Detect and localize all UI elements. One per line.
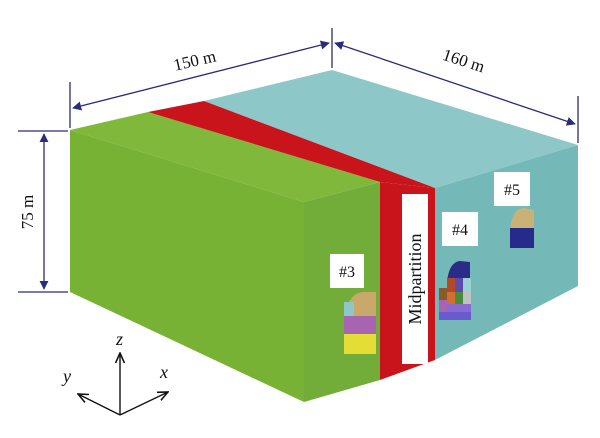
midpartition-label: Midpartition — [405, 234, 425, 325]
label-box-5 — [494, 172, 530, 206]
tunnel-4-section — [439, 261, 471, 320]
dimension-lines — [18, 28, 579, 293]
dim-150-label: 150 m — [172, 47, 218, 75]
z-axis-label: z — [115, 329, 123, 349]
tunnel-5-label: #5 — [504, 182, 520, 199]
red-partition-top — [148, 101, 435, 188]
y-axis-label: y — [61, 366, 71, 386]
x-axis-label: x — [159, 362, 168, 382]
midpartition-box — [402, 194, 428, 364]
label-box-3 — [330, 254, 364, 288]
green-front-face — [70, 130, 304, 402]
coordinate-axes — [78, 353, 168, 416]
label-box-4 — [442, 212, 478, 246]
green-top-face — [70, 112, 380, 202]
dim-160-line — [334, 41, 576, 126]
tunnel-4-label: #4 — [452, 222, 468, 239]
tunnel-5-section — [510, 208, 534, 248]
dim-75-label: 75 m — [18, 195, 37, 229]
x-axis — [119, 392, 168, 416]
dim-160-label: 160 m — [440, 45, 487, 76]
dim-150-line — [72, 40, 330, 111]
y-axis — [78, 394, 121, 416]
tunnel-3-label: #3 — [339, 264, 355, 281]
tunnel-3-section — [344, 292, 376, 354]
